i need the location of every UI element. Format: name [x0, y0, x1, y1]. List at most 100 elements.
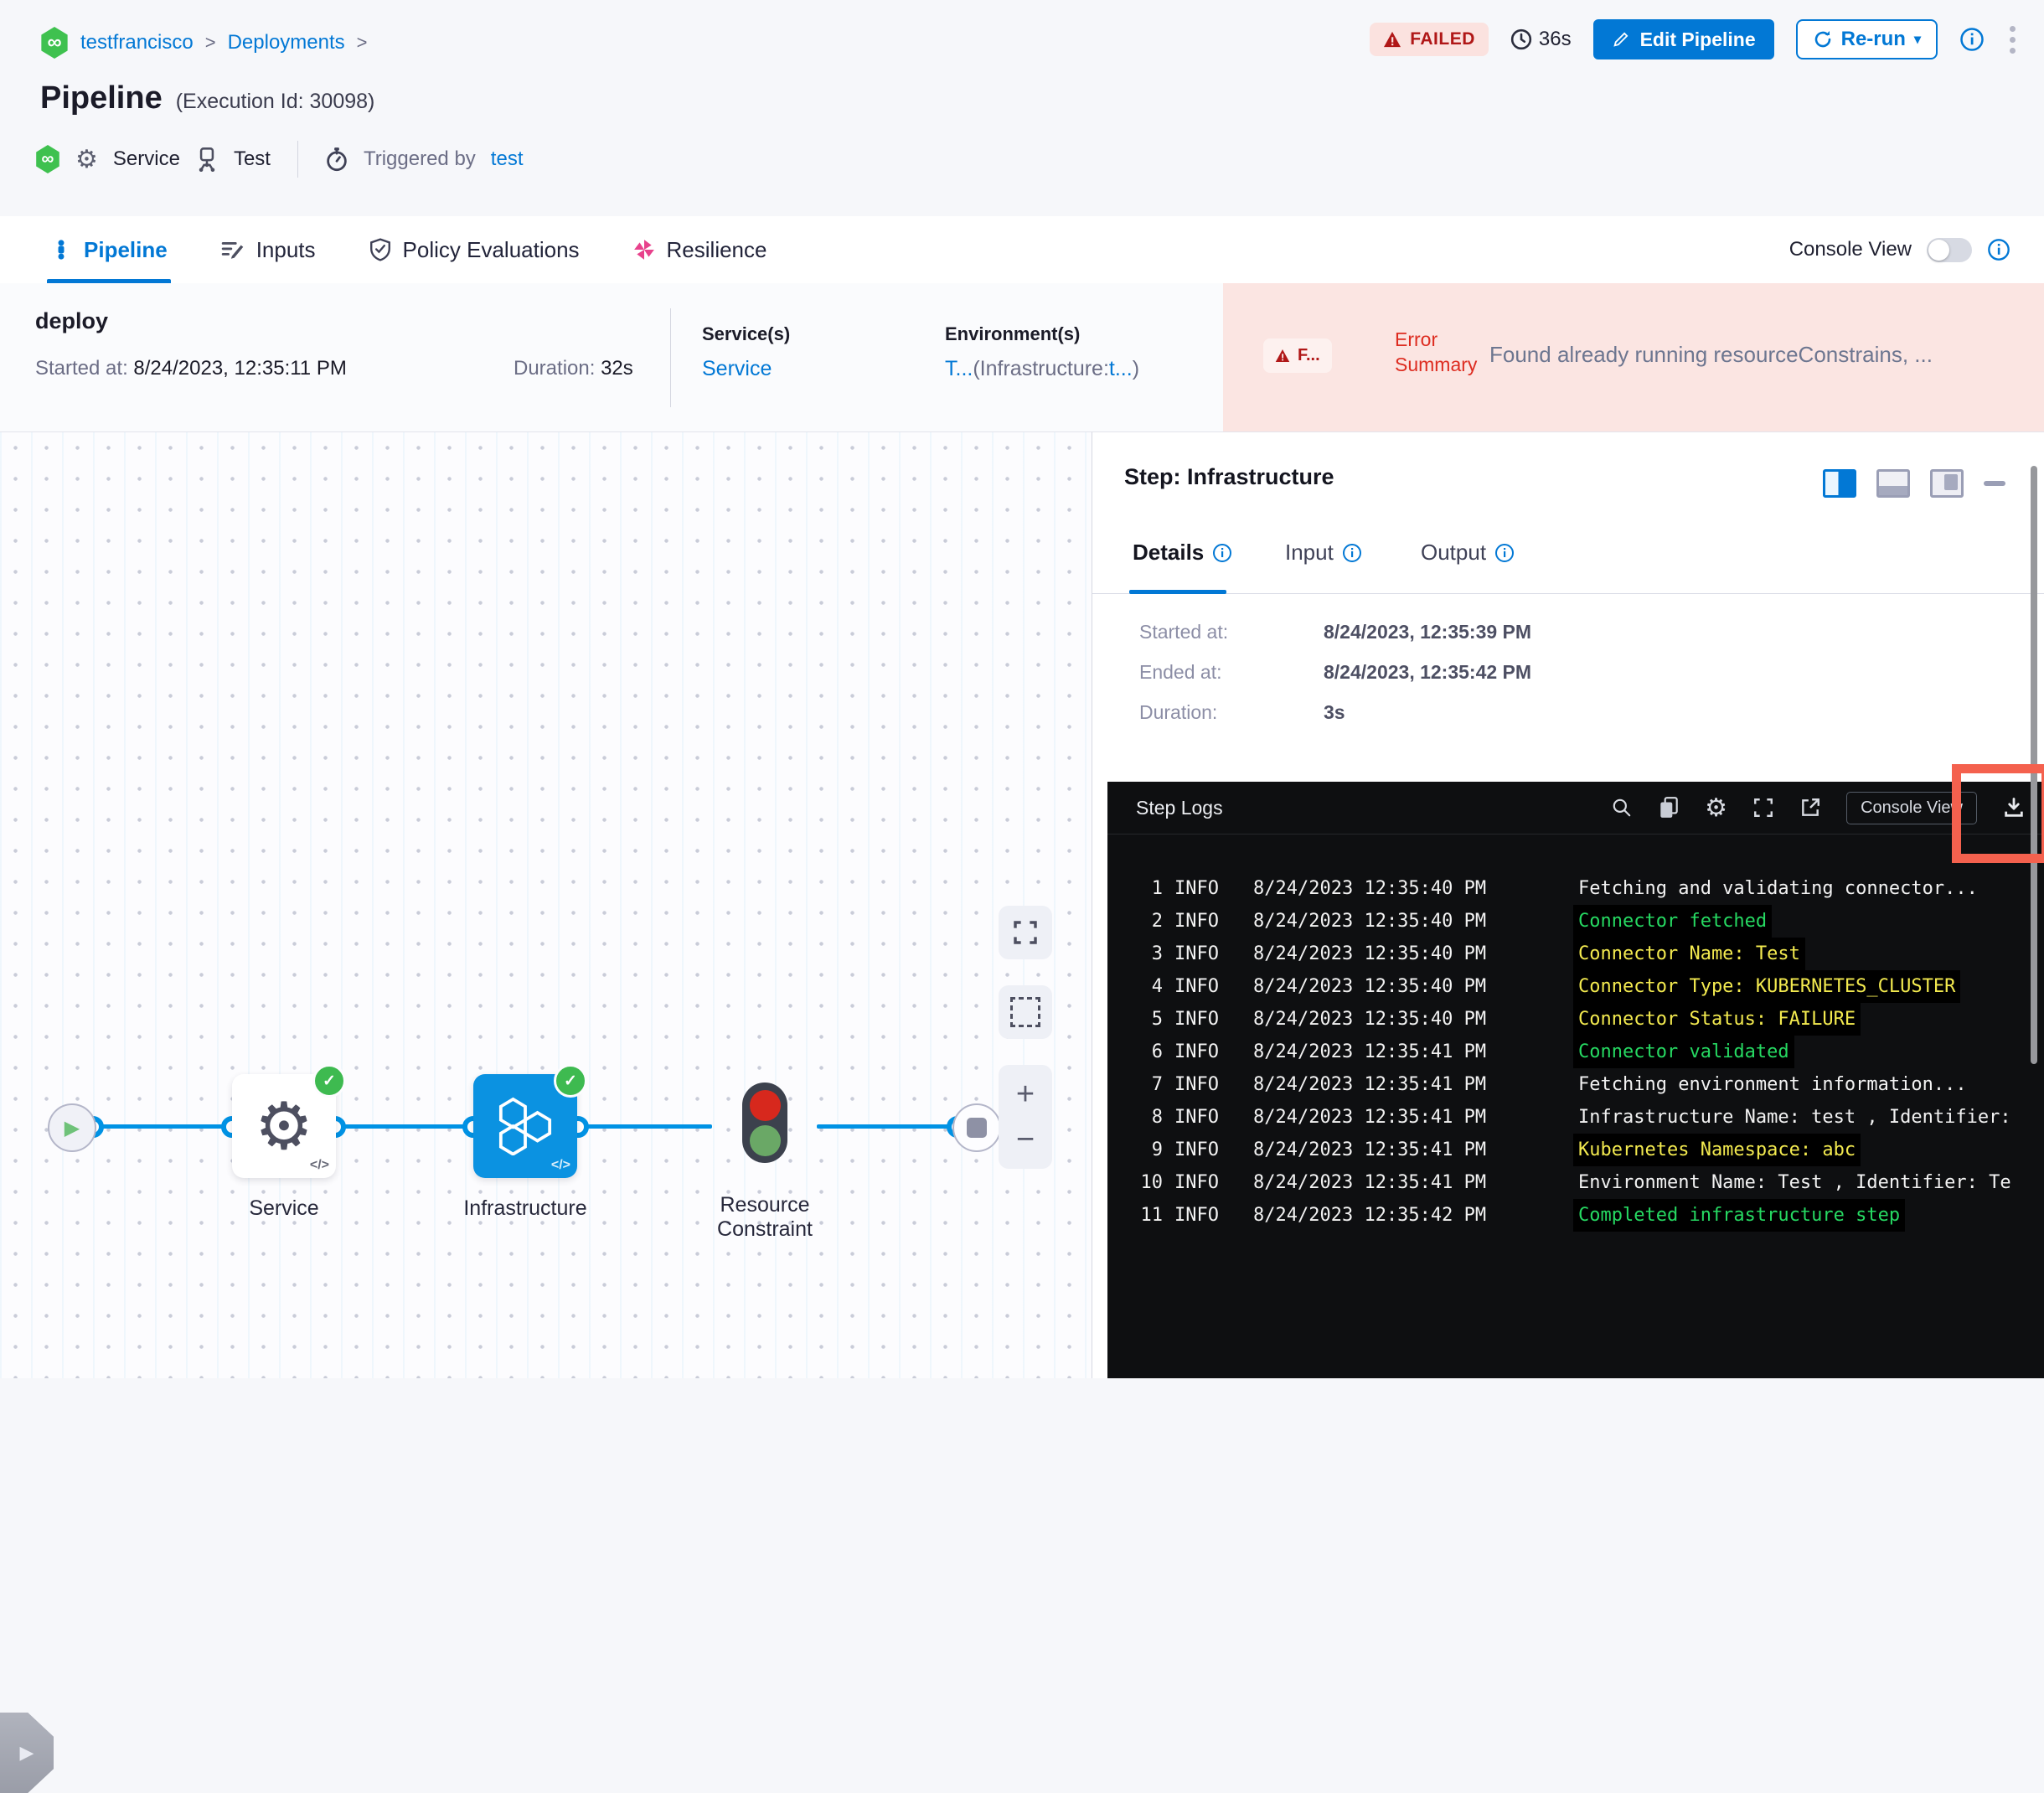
edge	[578, 1124, 712, 1129]
log-message: Infrastructure Name: test , Identifier:	[1578, 1107, 2011, 1128]
tab-details[interactable]: Details	[1133, 540, 1232, 566]
log-timestamp: 8/24/2023 12:35:41 PM	[1253, 1074, 1487, 1095]
step-started-value: 8/24/2023, 12:35:39 PM	[1324, 621, 1532, 643]
minimize-icon[interactable]	[1984, 481, 2005, 486]
more-options-menu[interactable]	[2006, 23, 2019, 57]
fit-to-screen-button[interactable]	[999, 906, 1052, 959]
infrastructure-step-node[interactable]: ✓ </>	[473, 1064, 587, 1178]
step-logs-title: Step Logs	[1136, 796, 1223, 819]
breadcrumb-separator: >	[356, 32, 368, 53]
log-level: INFO	[1174, 1009, 1219, 1030]
layout-bottom-view-icon[interactable]	[1876, 469, 1910, 498]
tab-policy-evaluations[interactable]: Policy Evaluations	[369, 216, 580, 283]
service-link[interactable]: Service	[702, 357, 772, 380]
code-badge: </>	[309, 1158, 329, 1172]
refresh-icon	[1814, 31, 1830, 48]
annotation-highlight-box	[1952, 764, 2044, 863]
log-timestamp: 8/24/2023 12:35:41 PM	[1253, 1041, 1487, 1062]
log-message: Connector Type: KUBERNETES_CLUSTER	[1573, 970, 1961, 1003]
log-lines[interactable]: 1 INFO 8/24/2023 12:35:40 PM Fetching an…	[1107, 834, 2044, 1378]
log-message: Fetching and validating connector...	[1578, 878, 1978, 899]
service-step-label: Service	[249, 1196, 319, 1220]
info-icon[interactable]	[1959, 27, 1985, 52]
log-line-number: 7	[1151, 1074, 1163, 1095]
success-check-icon: ✓	[554, 1064, 587, 1098]
info-icon[interactable]	[1987, 238, 2010, 261]
log-timestamp: 8/24/2023 12:35:41 PM	[1253, 1139, 1487, 1160]
tab-output[interactable]: Output	[1421, 540, 1515, 566]
failed-pill: F...	[1263, 338, 1332, 373]
success-check-icon: ✓	[312, 1064, 346, 1098]
log-timestamp: 8/24/2023 12:35:40 PM	[1253, 1009, 1487, 1030]
log-row: 4 INFO 8/24/2023 12:35:40 PM Connector T…	[1107, 970, 2044, 1003]
gear-icon: ⚙	[75, 145, 98, 173]
log-line-number: 9	[1151, 1139, 1163, 1160]
log-message: Connector fetched	[1573, 905, 1773, 938]
log-level: INFO	[1174, 1139, 1219, 1160]
triggered-by-user[interactable]: test	[490, 147, 524, 170]
pipeline-icon	[58, 240, 65, 260]
search-icon[interactable]	[1611, 797, 1633, 819]
zoom-in-button[interactable]: +	[1015, 1077, 1035, 1112]
console-view-button[interactable]: Console View	[1846, 791, 1977, 824]
log-row: 7 INFO 8/24/2023 12:35:41 PM Fetching en…	[1107, 1068, 2044, 1101]
log-line-number: 6	[1151, 1041, 1163, 1062]
breadcrumb: ∞ testfrancisco > Deployments >	[40, 27, 368, 59]
play-icon: ▶	[64, 1116, 80, 1139]
marquee-select-button[interactable]	[999, 985, 1052, 1039]
zoom-out-button[interactable]: −	[1015, 1122, 1035, 1157]
rerun-button[interactable]: Re-run ▾	[1795, 19, 1938, 59]
red-light	[749, 1089, 781, 1121]
tab-input[interactable]: Input	[1285, 540, 1362, 566]
log-line-number: 4	[1151, 976, 1163, 997]
log-line-number: 10	[1140, 1172, 1164, 1193]
fullscreen-icon[interactable]	[1752, 797, 1774, 819]
tab-pipeline[interactable]: Pipeline	[47, 216, 171, 283]
service-name: Service	[112, 147, 180, 170]
console-view-toggle[interactable]	[1927, 237, 1972, 262]
stage-name: deploy	[35, 308, 109, 333]
tab-resilience[interactable]: Resilience	[633, 216, 766, 283]
breadcrumb-deployments[interactable]: Deployments	[227, 31, 345, 54]
log-timestamp: 8/24/2023 12:35:40 PM	[1253, 976, 1487, 997]
tab-inputs[interactable]: Inputs	[221, 216, 316, 283]
start-node[interactable]: ▶	[48, 1103, 96, 1152]
log-level: INFO	[1174, 911, 1219, 932]
download-logs-icon[interactable]	[2002, 796, 2026, 819]
clock-icon	[1510, 28, 1532, 50]
log-line-number: 2	[1151, 911, 1163, 932]
log-message: Connector Status: FAILURE	[1573, 1003, 1861, 1036]
status-badge: FAILED	[1370, 23, 1489, 56]
edit-pipeline-button[interactable]: Edit Pipeline	[1592, 19, 1774, 59]
harness-cd-icon: ∞	[36, 145, 59, 173]
log-row: 10 INFO 8/24/2023 12:35:41 PM Environmen…	[1107, 1166, 2044, 1199]
end-node[interactable]	[952, 1103, 1001, 1152]
log-line-number: 11	[1140, 1205, 1164, 1226]
execution-id: (Execution Id: 30098)	[175, 90, 375, 113]
breadcrumb-project[interactable]: testfrancisco	[80, 31, 194, 54]
environment-value[interactable]: T...(Infrastructure:t...)	[945, 357, 1140, 380]
log-line-number: 5	[1151, 1009, 1163, 1030]
expand-left-panel-handle[interactable]: ▶	[0, 1713, 54, 1793]
service-step-node[interactable]: ⚙ ✓ </>	[232, 1064, 346, 1178]
copy-icon[interactable]	[1658, 796, 1680, 819]
execution-tabbar: Pipeline Inputs Policy Evaluations Resil…	[0, 216, 2044, 284]
settings-gear-icon[interactable]: ⚙	[1705, 793, 1728, 822]
log-timestamp: 8/24/2023 12:35:41 PM	[1253, 1107, 1487, 1128]
chevron-down-icon: ▾	[1913, 33, 1921, 47]
open-external-icon[interactable]	[1799, 797, 1821, 819]
triggered-by-label: Triggered by	[363, 147, 476, 170]
layout-right-view-icon[interactable]	[1823, 469, 1856, 498]
page-header: ∞ testfrancisco > Deployments > FAILED 3…	[0, 0, 2044, 216]
infrastructure-step-label: Infrastructure	[463, 1196, 587, 1220]
step-ended-value: 8/24/2023, 12:35:42 PM	[1324, 661, 1532, 683]
layout-floating-view-icon[interactable]	[1930, 469, 1964, 498]
step-duration-label: Duration:	[1139, 701, 1218, 723]
log-row: 2 INFO 8/24/2023 12:35:40 PM Connector f…	[1107, 905, 2044, 938]
console-view-label: Console View	[1788, 238, 1912, 261]
log-timestamp: 8/24/2023 12:35:41 PM	[1253, 1172, 1487, 1193]
pipeline-canvas[interactable]: ▶ ⚙ ✓ </> Service ✓ </> Infrastructure R…	[0, 431, 1092, 1793]
resource-constraint-node[interactable]	[742, 1083, 787, 1163]
